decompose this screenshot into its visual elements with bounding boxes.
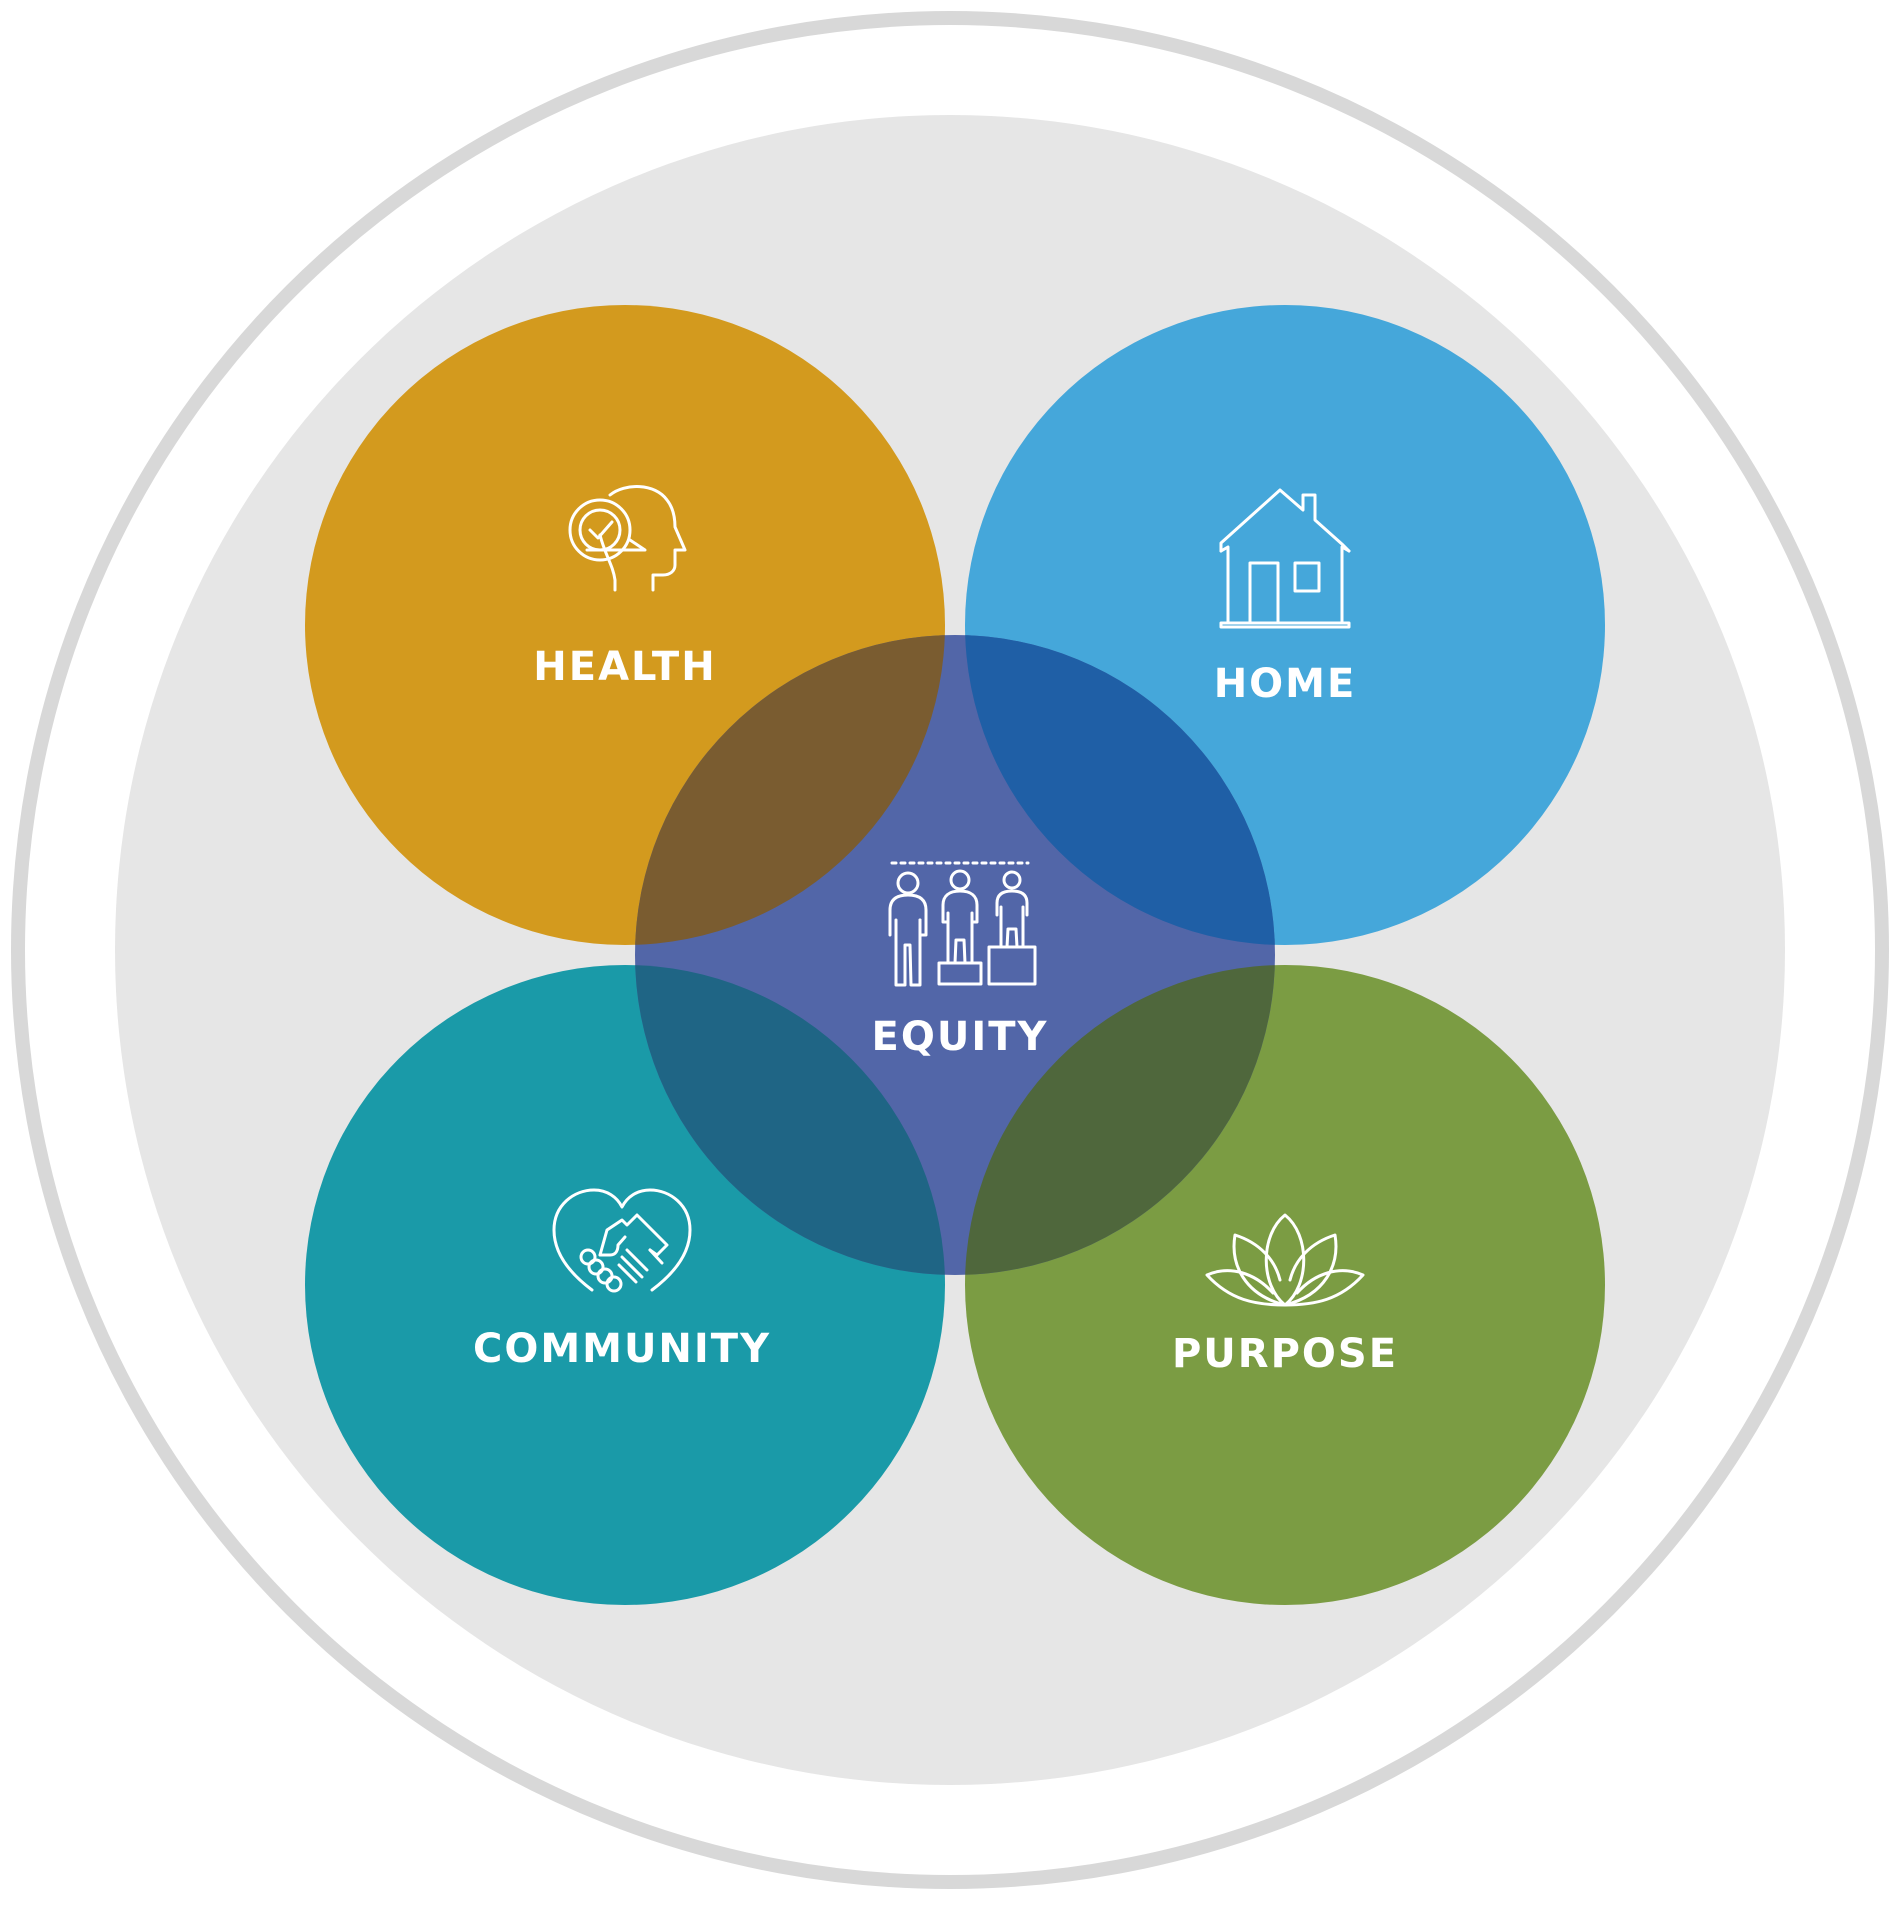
home-label: HOME [1214, 661, 1357, 707]
overlap-community-equity [635, 965, 945, 1275]
house-icon [1219, 488, 1351, 629]
community-label: COMMUNITY [473, 1326, 771, 1372]
equity-label: EQUITY [872, 1014, 1049, 1060]
outer-ring [11, 11, 1889, 1889]
overlap-purpose-equity [965, 965, 1275, 1275]
overlap-health-equity [635, 635, 945, 945]
heart-handshake-icon [552, 1188, 692, 1293]
equity-people-icon [888, 861, 1037, 987]
purpose-label: PURPOSE [1172, 1331, 1398, 1377]
lotus-icon [1205, 1213, 1365, 1307]
head-check-icon [568, 485, 687, 592]
health-label: HEALTH [533, 644, 716, 690]
overlap-home-equity [965, 635, 1275, 945]
